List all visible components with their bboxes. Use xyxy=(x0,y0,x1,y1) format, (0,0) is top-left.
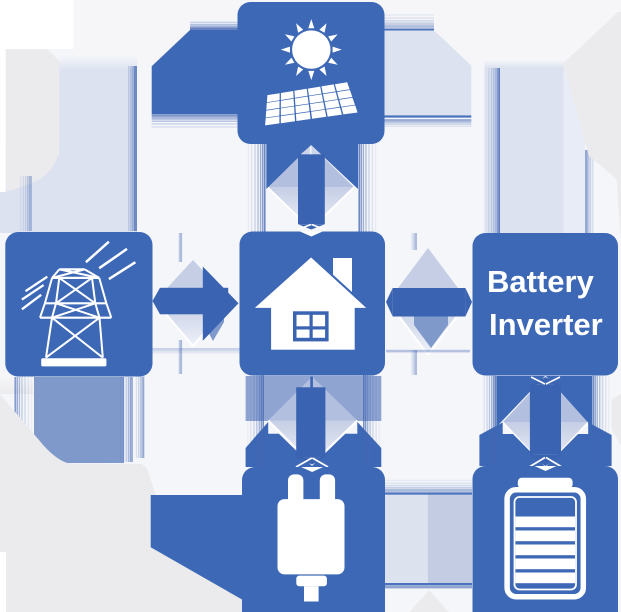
svg-text:Battery: Battery xyxy=(487,264,595,299)
svg-text:Inverter: Inverter xyxy=(489,307,603,342)
